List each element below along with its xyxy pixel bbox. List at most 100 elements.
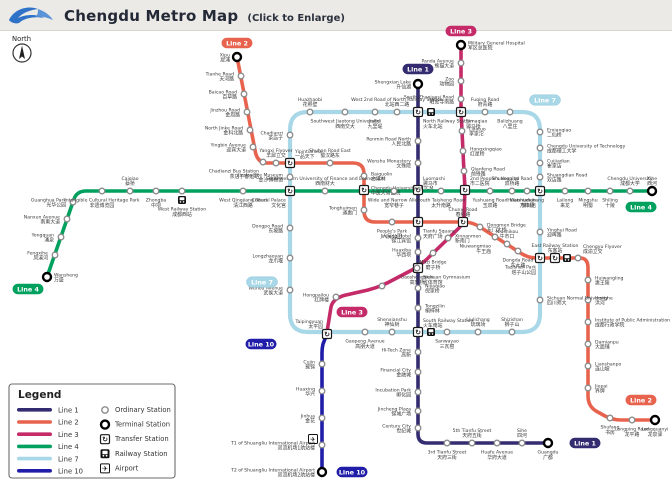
svg-text:North Railway Station: North Railway Station (423, 119, 473, 125)
svg-text:琉璃场: 琉璃场 (471, 321, 486, 328)
station-t2-of-shuangliu-international-airport: T2 of Shuangliu International Airport双流机… (230, 466, 328, 479)
svg-text:迎宾大道: 迎宾大道 (226, 147, 246, 154)
svg-text:锦城广场: 锦城广场 (391, 411, 411, 418)
svg-text:Chengyu Flyover: Chengyu Flyover (583, 244, 622, 250)
svg-text:Nijiaqiao: Nijiaqiao (425, 283, 445, 289)
line-7-pill: Line 7 (529, 94, 561, 106)
svg-text:高朋大道: 高朋大道 (355, 343, 375, 350)
svg-text:Airport: Airport (115, 464, 139, 472)
svg-text:Jinhua: Jinhua (300, 413, 315, 419)
svg-text:万年场: 万年场 (520, 202, 535, 209)
svg-text:Shuangqiao Road: Shuangqiao Road (492, 176, 532, 182)
svg-text:Cujin: Cujin (303, 359, 315, 365)
svg-text:Chunxi Road: Chunxi Road (449, 207, 478, 213)
svg-text:东客站: 东客站 (548, 247, 563, 254)
line-4-pill: Line 4 (625, 201, 657, 213)
svg-text:太平园: 太平园 (308, 323, 323, 330)
svg-text:犀浦: 犀浦 (220, 57, 230, 64)
svg-text:天府广场: 天府广场 (423, 233, 443, 240)
svg-text:2nd People's Hospital: 2nd People's Hospital (470, 176, 519, 182)
svg-text:金花: 金花 (305, 418, 315, 425)
svg-text:新南门: 新南门 (455, 238, 470, 245)
svg-text:↻: ↻ (552, 255, 558, 263)
svg-text:West Qingjiang Road: West Qingjiang Road (219, 198, 267, 204)
svg-text:Shufang: Shufang (601, 425, 620, 431)
svg-text:Damianpu: Damianpu (595, 339, 619, 345)
svg-text:T2 of Shuangliu International: T2 of Shuangliu International Airport (230, 467, 315, 473)
svg-text:太升南路: 太升南路 (431, 202, 451, 209)
legend-line-1: Line 1 (17, 407, 79, 415)
svg-text:人民公园: 人民公园 (382, 234, 402, 240)
railway-station-icon (563, 254, 571, 262)
svg-text:驷马桥: 驷马桥 (466, 123, 481, 130)
svg-text:Longzhaoyan: Longzhaoyan (252, 253, 283, 259)
svg-text:三瓦窑: 三瓦窑 (440, 343, 455, 350)
svg-text:神仙树: 神仙树 (385, 321, 400, 328)
svg-text:Jincheng Plaza: Jincheng Plaza (377, 406, 411, 412)
legend-title: Legend (18, 389, 61, 401)
svg-text:Guanghua Park: Guanghua Park (31, 197, 66, 203)
svg-text:牛市口: 牛市口 (500, 233, 515, 240)
svg-text:华西坝: 华西坝 (396, 252, 411, 259)
svg-text:Chadianzi: Chadianzi (260, 130, 283, 136)
svg-text:Zhongba: Zhongba (146, 198, 167, 204)
svg-text:T1 of Shuangliu International: T1 of Shuangliu International Airport (230, 440, 315, 446)
svg-text:八里庄: 八里庄 (503, 123, 518, 130)
svg-text:动物园: 动物园 (439, 81, 454, 88)
svg-text:蔡桥: 蔡桥 (125, 180, 135, 187)
svg-text:龙平路: 龙平路 (625, 431, 640, 438)
svg-text:↻: ↻ (361, 187, 367, 195)
svg-text:Mingshu: Mingshu (578, 198, 597, 204)
svg-text:Huafu Avenue: Huafu Avenue (481, 450, 513, 456)
header-bar: Chengdu Metro Map (Click to Enlarge) (0, 0, 672, 31)
svg-text:Caiqiao: Caiqiao (121, 176, 138, 182)
page-title[interactable]: Chengdu Metro Map (Click to Enlarge) (64, 6, 345, 25)
svg-text:府青路: 府青路 (478, 101, 493, 108)
map-title[interactable]: Chengdu Metro Map (64, 6, 239, 25)
svg-text:锦江宾馆: 锦江宾馆 (391, 238, 411, 245)
svg-text:South Zhaojuesi Road: South Zhaojuesi Road (404, 94, 454, 100)
svg-text:百草路: 百草路 (222, 94, 237, 101)
svg-text:Fengxihe: Fengxihe (27, 250, 48, 256)
svg-text:万盛: 万盛 (54, 277, 64, 284)
svg-text:红牌楼: 红牌楼 (314, 297, 329, 304)
line-1-pill: Line 1 (569, 437, 601, 449)
svg-text:界牌: 界牌 (595, 388, 605, 395)
svg-text:Panda Avenue: Panda Avenue (421, 58, 454, 64)
svg-text:中坝: 中坝 (151, 202, 161, 209)
svg-text:金周路: 金周路 (225, 112, 240, 119)
svg-text:市二医院: 市二医院 (470, 180, 490, 187)
svg-text:Terminal Station: Terminal Station (114, 421, 170, 429)
legend-line-2: Line 2 (17, 419, 79, 427)
